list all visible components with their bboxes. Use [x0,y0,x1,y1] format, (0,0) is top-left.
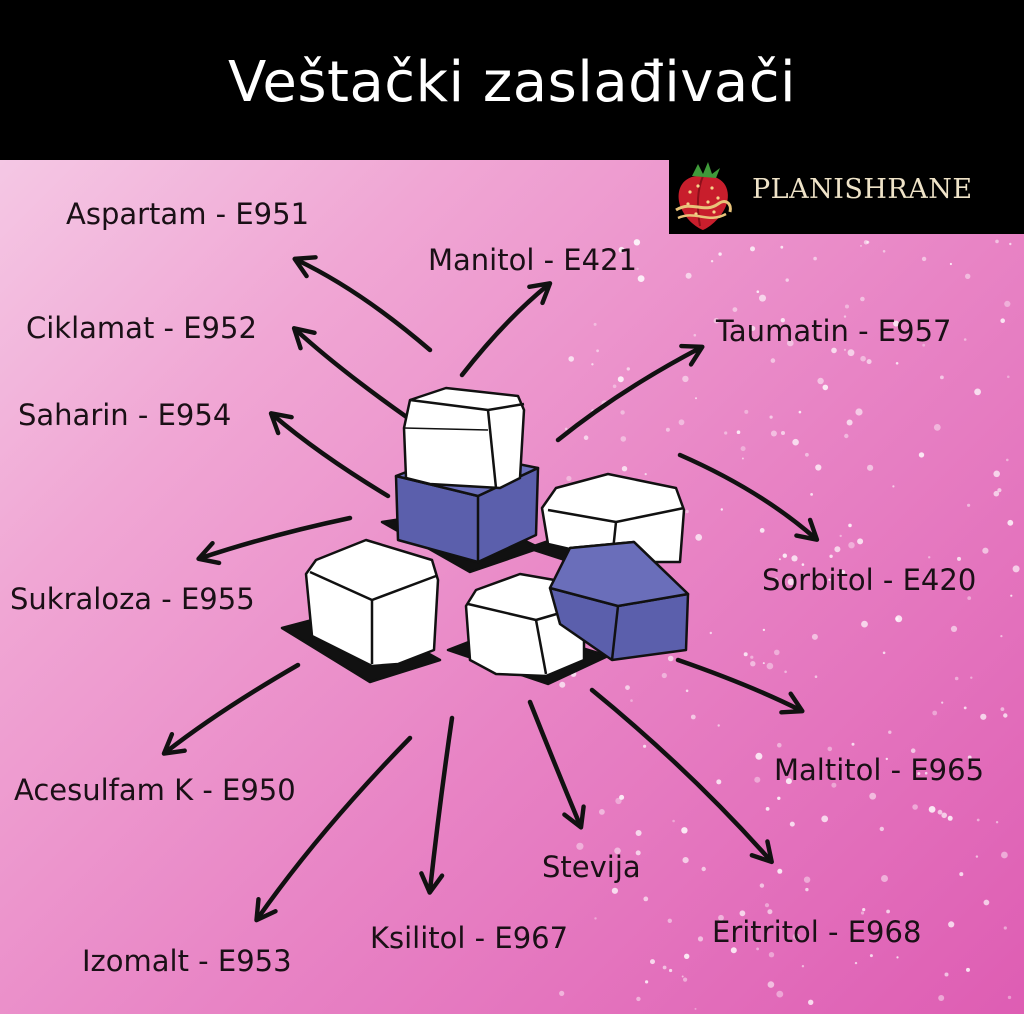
label-taumatin: Taumatin - E957 [716,314,952,348]
label-ciklamat: Ciklamat - E952 [26,311,257,345]
label-sukraloza: Sukraloza - E955 [10,582,255,616]
strawberry-icon [675,162,732,230]
arrow-acesulfam [161,662,301,756]
arrow-taumatin [555,343,705,443]
arrow-ciklamat [291,326,411,421]
label-aspartam: Aspartam - E951 [66,197,310,231]
arrow-sorbitol [677,452,820,542]
label-saharin: Saharin - E954 [18,398,232,432]
label-ksilitol: Ksilitol - E967 [370,921,569,955]
brand-name: PLANISHRANE [752,174,973,205]
arrow-stevija [527,699,586,830]
arrow-ksilitol [419,715,455,895]
arrow-aspartam [292,255,433,353]
arrow-manitol [459,281,553,378]
arrow-maltitol [675,657,805,715]
page-title: Veštački zaslađivači [227,50,797,115]
label-acesulfam: Acesulfam K - E950 [14,773,296,807]
label-stevija: Stevija [542,850,641,884]
title-bar: Veštački zaslađivači [0,0,1024,160]
cube-white-left [304,538,440,668]
cube-white-top [402,386,526,490]
label-maltitol: Maltitol - E965 [774,753,985,787]
label-izomalt: Izomalt - E953 [82,944,292,978]
arrow-izomalt [254,735,413,923]
arrow-sukraloza [196,515,353,566]
brand-badge [669,156,1024,234]
arrow-saharin [268,411,391,499]
arrow-eritritol [589,687,774,865]
cube-blue-right [548,540,690,662]
label-eritritol: Eritritol - E968 [712,915,922,949]
label-manitol: Manitol - E421 [428,243,637,277]
label-sorbitol: Sorbitol - E420 [762,563,977,597]
